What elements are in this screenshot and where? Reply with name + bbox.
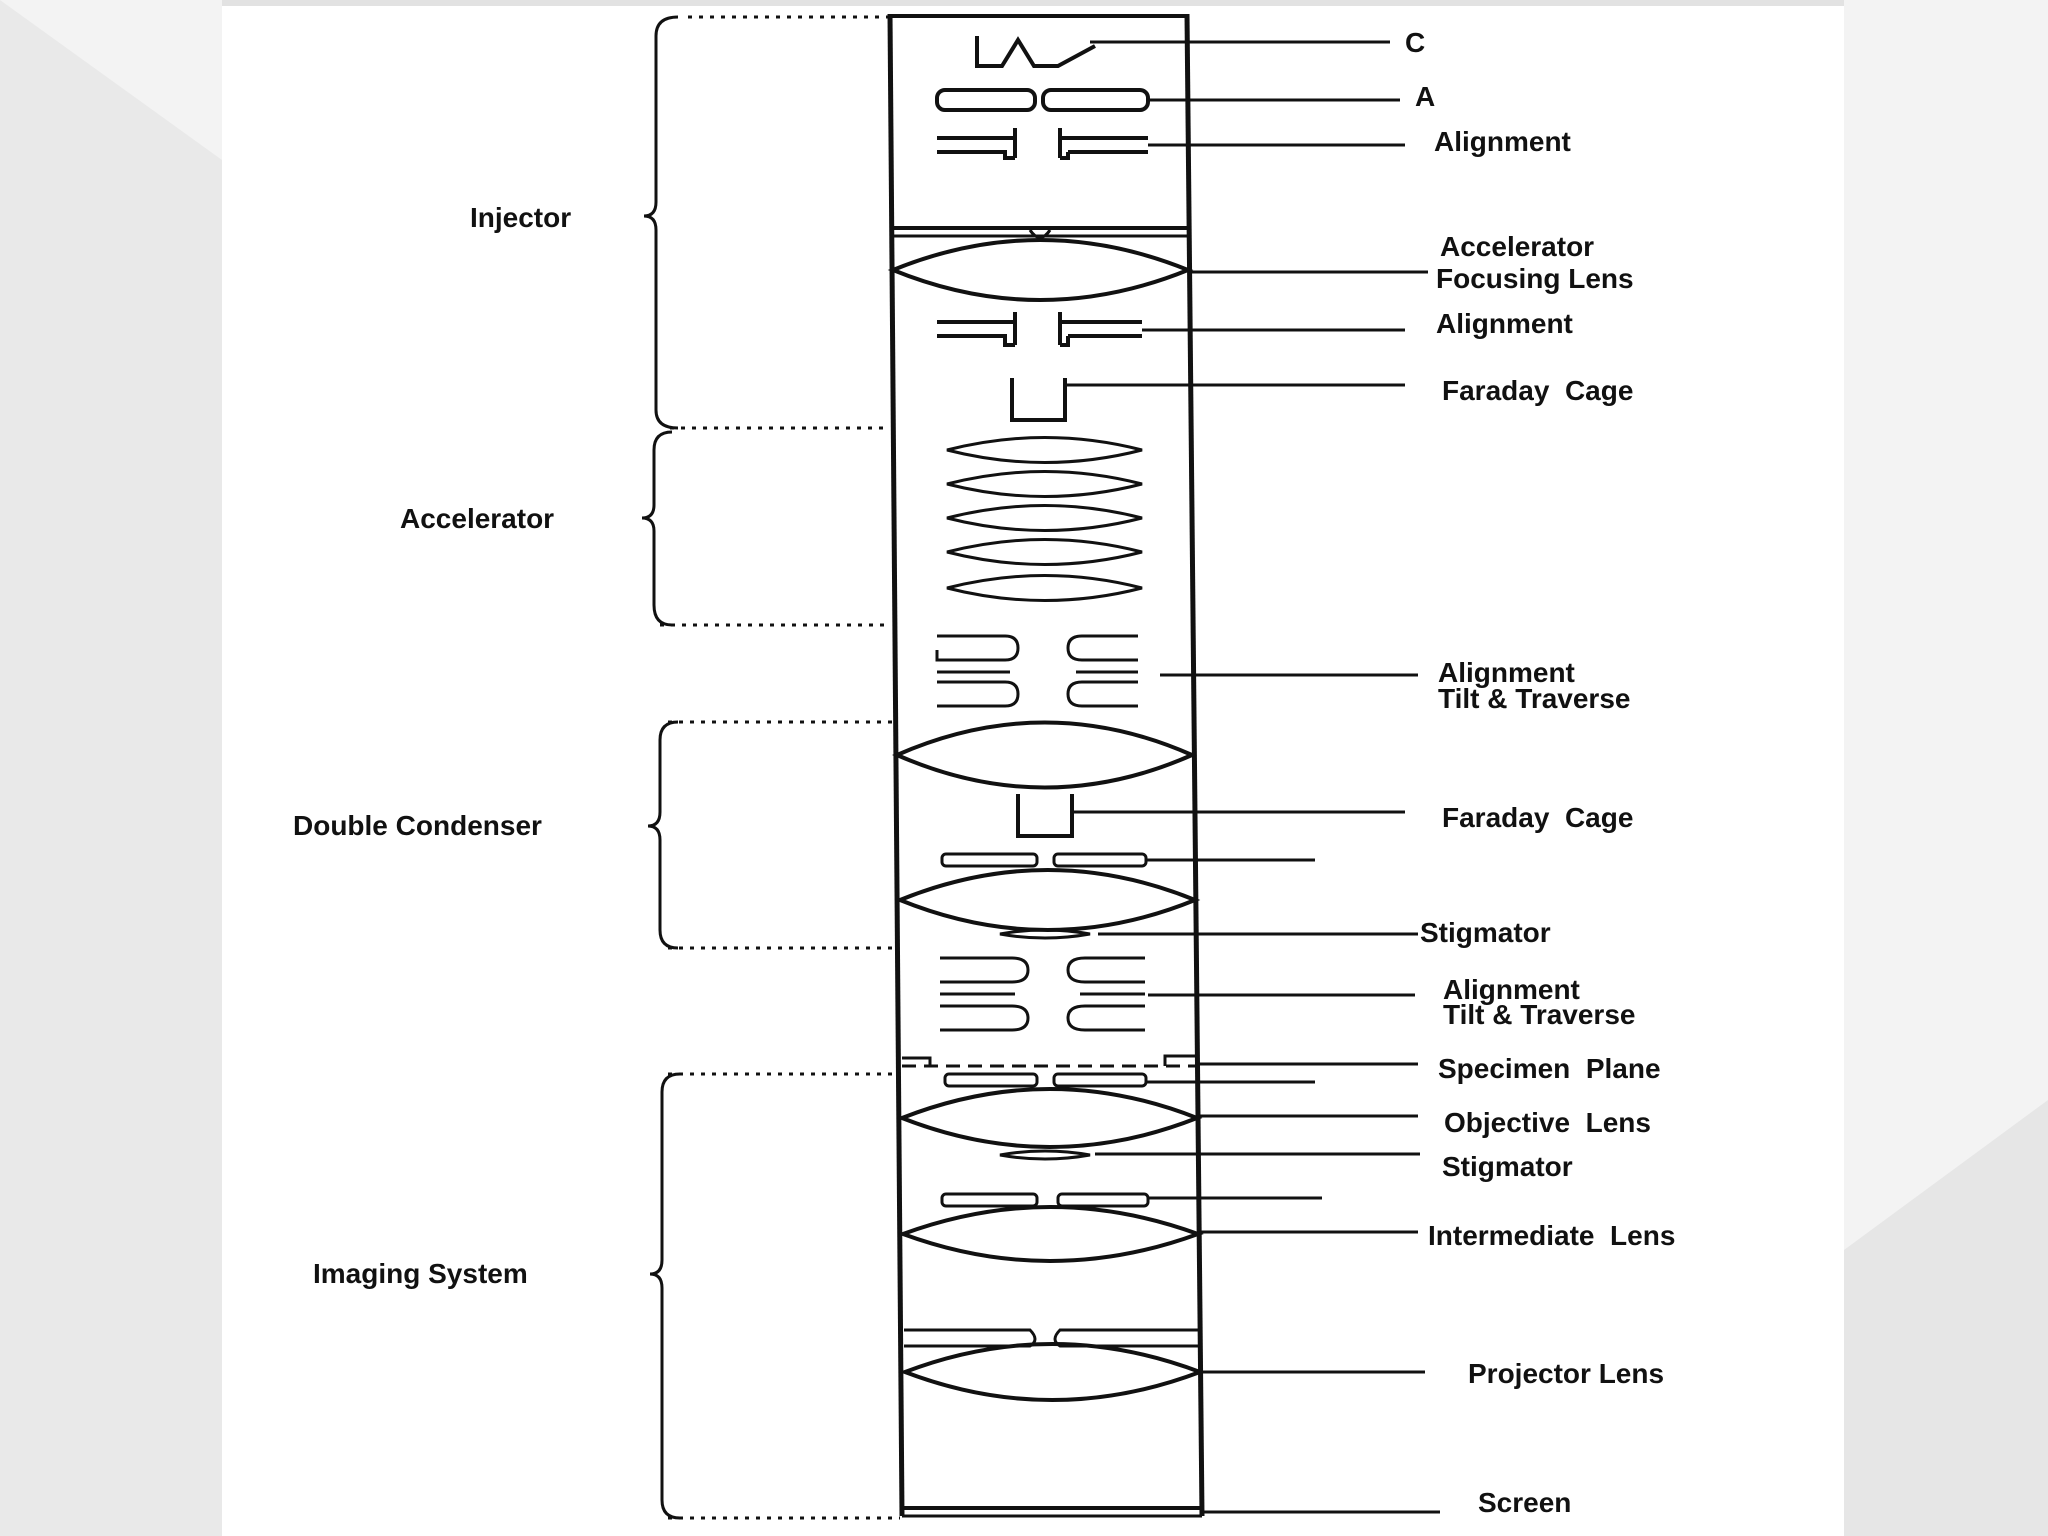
intermediate-lens — [897, 1205, 1204, 1263]
objective-aperture-left — [943, 1072, 1039, 1088]
tilt-traverse-coils-1 — [935, 634, 1138, 708]
electron-microscope-column-diagram: Injector Accelerator Double Condenser Im… — [222, 0, 1844, 1520]
section-label-accelerator: Accelerator — [400, 503, 554, 534]
projector-lens — [899, 1342, 1206, 1402]
anode-right-plate — [1041, 88, 1150, 112]
alignment-coil-1-right — [1058, 128, 1148, 160]
specimen-holder-left — [902, 1056, 932, 1066]
label-stigmator-2: Stigmator — [1442, 1151, 1573, 1182]
alignment-coil-1-left — [937, 128, 1017, 160]
condenser-aperture-right — [1052, 852, 1148, 868]
label-a: A — [1415, 81, 1435, 112]
accelerator-focusing-lens-polepiece — [1028, 229, 1052, 239]
tilt-traverse-coils-2 — [940, 956, 1145, 1032]
condenser-lens-1 — [892, 720, 1197, 790]
condenser-lens-2 — [894, 868, 1201, 932]
column-left-wall — [887, 13, 905, 1517]
section-dotted-lines — [660, 15, 900, 1520]
anode-left-plate — [935, 88, 1037, 112]
label-alignment-1: Alignment — [1434, 126, 1571, 157]
label-accelerator-focusing-lens-line2: Focusing Lens — [1436, 263, 1634, 294]
section-label-imaging-system: Imaging System — [313, 1258, 528, 1289]
objective-aperture-right — [1052, 1072, 1148, 1088]
brace-imaging-system — [649, 1072, 681, 1520]
brace-double-condenser — [647, 720, 679, 950]
label-faraday-cage-1: Faraday Cage — [1442, 375, 1633, 406]
section-braces — [641, 15, 681, 1520]
brace-accelerator — [641, 430, 673, 627]
accelerator-lens-stack — [946, 436, 1143, 602]
label-projector-lens: Projector Lens — [1468, 1358, 1664, 1389]
accelerator-lens-1 — [946, 436, 1143, 464]
slide-shadow-right — [1844, 1100, 2048, 1536]
alignment-coil-2-left — [937, 312, 1017, 347]
label-alignment-tilt-2-line2: Tilt & Traverse — [1443, 999, 1635, 1030]
label-specimen-plane: Specimen Plane — [1438, 1053, 1661, 1084]
stigmator-2 — [999, 1149, 1091, 1161]
slide-shadow-left — [0, 0, 222, 1536]
intermediate-aperture-right — [1056, 1192, 1150, 1208]
label-stigmator-1: Stigmator — [1420, 917, 1551, 948]
projector-polepiece-left — [904, 1328, 1037, 1348]
faraday-cage-2 — [1016, 794, 1074, 838]
label-intermediate-lens: Intermediate Lens — [1428, 1220, 1675, 1251]
objective-lens — [896, 1087, 1203, 1149]
label-accelerator-focusing-lens-line1: Accelerator — [1440, 231, 1594, 262]
condenser-aperture-left — [940, 852, 1039, 868]
accelerator-lens-4 — [946, 538, 1143, 566]
label-screen: Screen — [1478, 1487, 1571, 1518]
label-alignment-tilt-1-line2: Tilt & Traverse — [1438, 683, 1630, 714]
section-label-double-condenser: Double Condenser — [293, 810, 542, 841]
diagram-card: Injector Accelerator Double Condenser Im… — [222, 0, 1844, 1536]
column-right-wall — [1184, 13, 1205, 1517]
intermediate-aperture-left — [940, 1192, 1039, 1208]
label-alignment-tilt-2-line1: Alignment — [1443, 974, 1580, 1005]
section-label-injector: Injector — [470, 202, 571, 233]
label-faraday-cage-2: Faraday Cage — [1442, 802, 1633, 833]
stigmator-1 — [999, 928, 1091, 940]
accelerator-lens-5 — [946, 574, 1143, 602]
accelerator-lens-3 — [946, 504, 1143, 532]
label-alignment-2: Alignment — [1436, 308, 1573, 339]
specimen-holder-right — [1163, 1054, 1195, 1066]
accelerator-lens-2 — [946, 470, 1143, 498]
label-objective-lens: Objective Lens — [1444, 1107, 1651, 1138]
alignment-coil-2-right — [1058, 312, 1142, 347]
faraday-cage-1 — [1010, 378, 1067, 422]
brace-injector — [643, 15, 679, 430]
label-c: C — [1405, 27, 1425, 58]
leader-lines — [1065, 40, 1440, 1514]
top-rule — [222, 0, 1844, 6]
accelerator-focusing-lens — [887, 238, 1194, 302]
cathode-shape — [975, 36, 1096, 68]
label-alignment-tilt-1-line1: Alignment — [1438, 657, 1575, 688]
